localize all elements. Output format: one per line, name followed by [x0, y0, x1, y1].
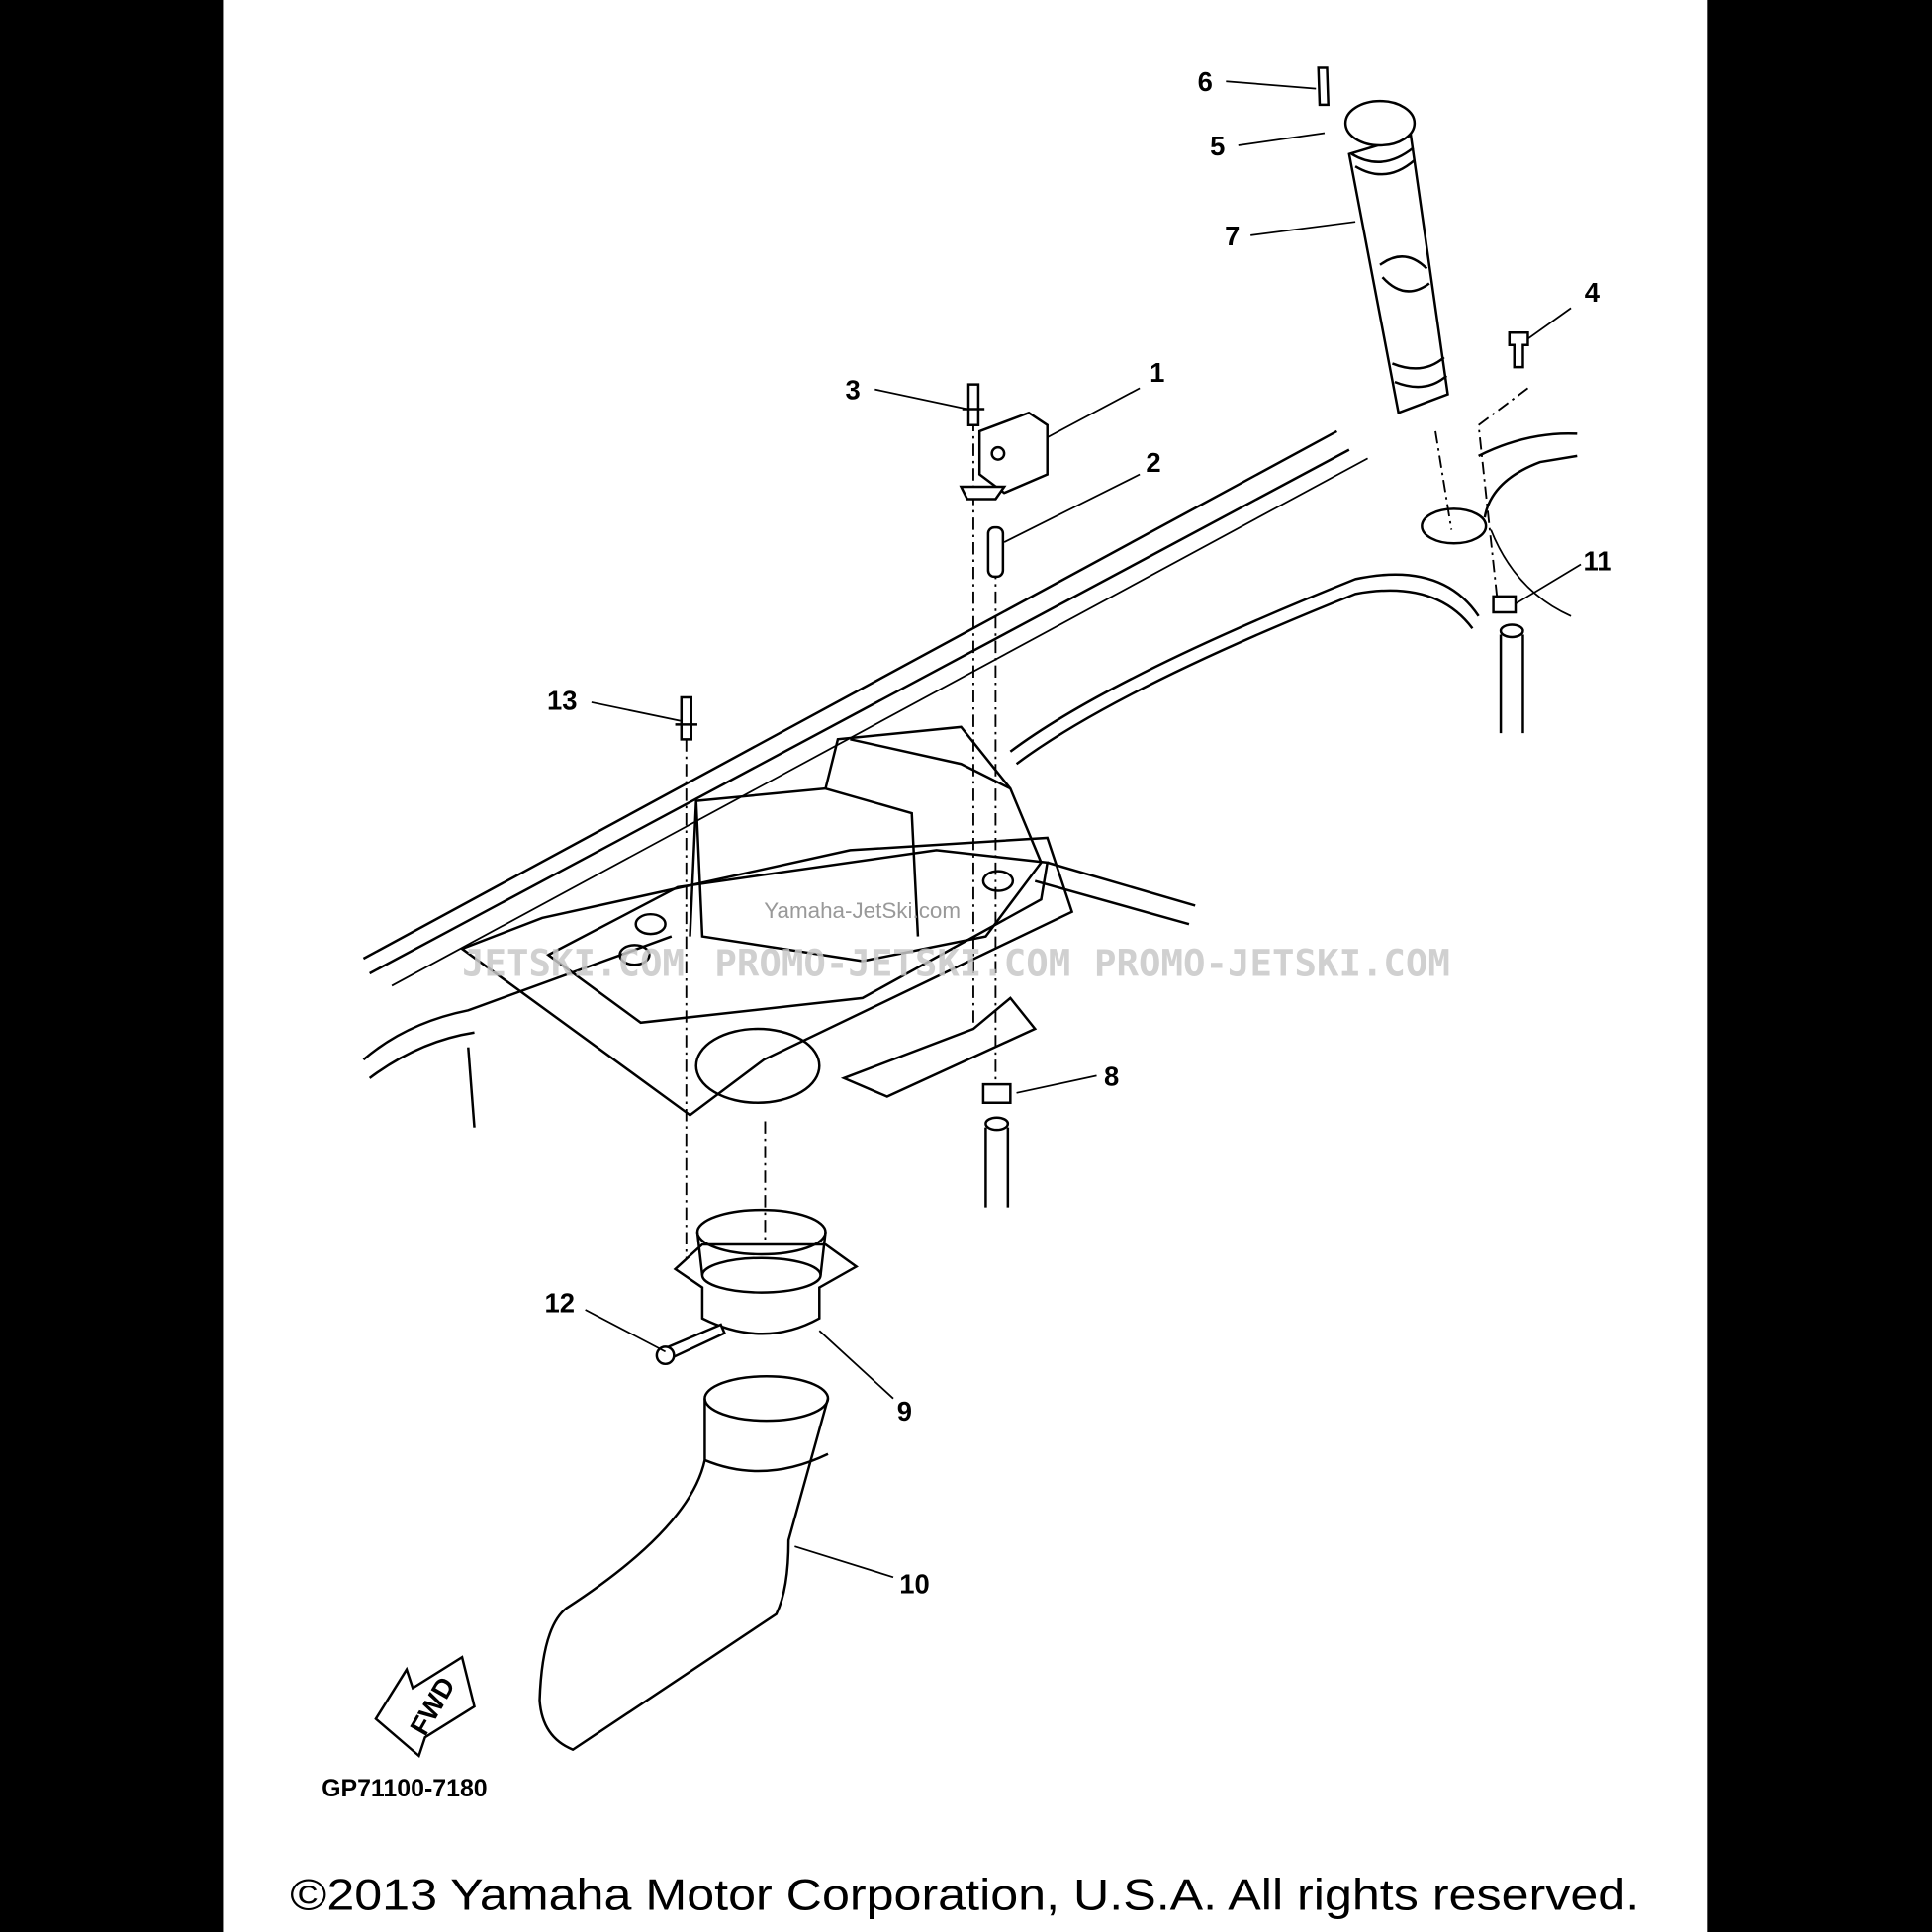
callout-10: 10 — [899, 1568, 929, 1599]
watermark-4: PROMO-JETSKI.COM — [1094, 941, 1450, 984]
page — [223, 0, 1708, 1932]
watermark-1: JETSKI.COM — [462, 941, 685, 984]
watermark-3: Yamaha-JetSki.com — [764, 898, 961, 923]
vent-hose-11 — [1492, 595, 1524, 734]
copyright-notice: ©2013 Yamaha Motor Corporation, U.S.A. A… — [290, 1870, 1639, 1920]
part-4-rivet — [1508, 331, 1529, 369]
hull-outline — [362, 429, 1578, 1128]
callout-1: 1 — [1150, 357, 1164, 388]
callout-8: 8 — [1104, 1060, 1119, 1091]
engine-cover — [459, 725, 1074, 1117]
part-13-rivet — [675, 695, 697, 741]
callout-13: 13 — [547, 685, 577, 715]
part-10-air-duct — [538, 1375, 830, 1752]
callout-3: 3 — [845, 375, 860, 406]
callout-11: 11 — [1584, 546, 1612, 577]
part-12-screw — [655, 1323, 726, 1366]
vent-hose-8 — [981, 1082, 1012, 1208]
part-1-bracket — [959, 411, 1049, 501]
part-6-rivet — [1317, 66, 1330, 107]
part-2-pin — [986, 525, 1005, 579]
callout-7: 7 — [1225, 221, 1240, 251]
callout-4: 4 — [1585, 277, 1601, 308]
callout-9: 9 — [897, 1396, 912, 1426]
part-7-hose — [1343, 99, 1449, 414]
diagram-code: GP71100-7180 — [322, 1775, 488, 1802]
watermark-2: PROMO-JETSKI.COM — [714, 941, 1070, 984]
callout-2: 2 — [1146, 447, 1160, 478]
callout-leaders — [585, 80, 1582, 1579]
callout-5: 5 — [1210, 131, 1225, 161]
assembly-lines — [685, 387, 1529, 1269]
part-9-duct-adapter — [673, 1208, 859, 1335]
callout-12: 12 — [545, 1287, 575, 1318]
callout-6: 6 — [1198, 66, 1213, 97]
